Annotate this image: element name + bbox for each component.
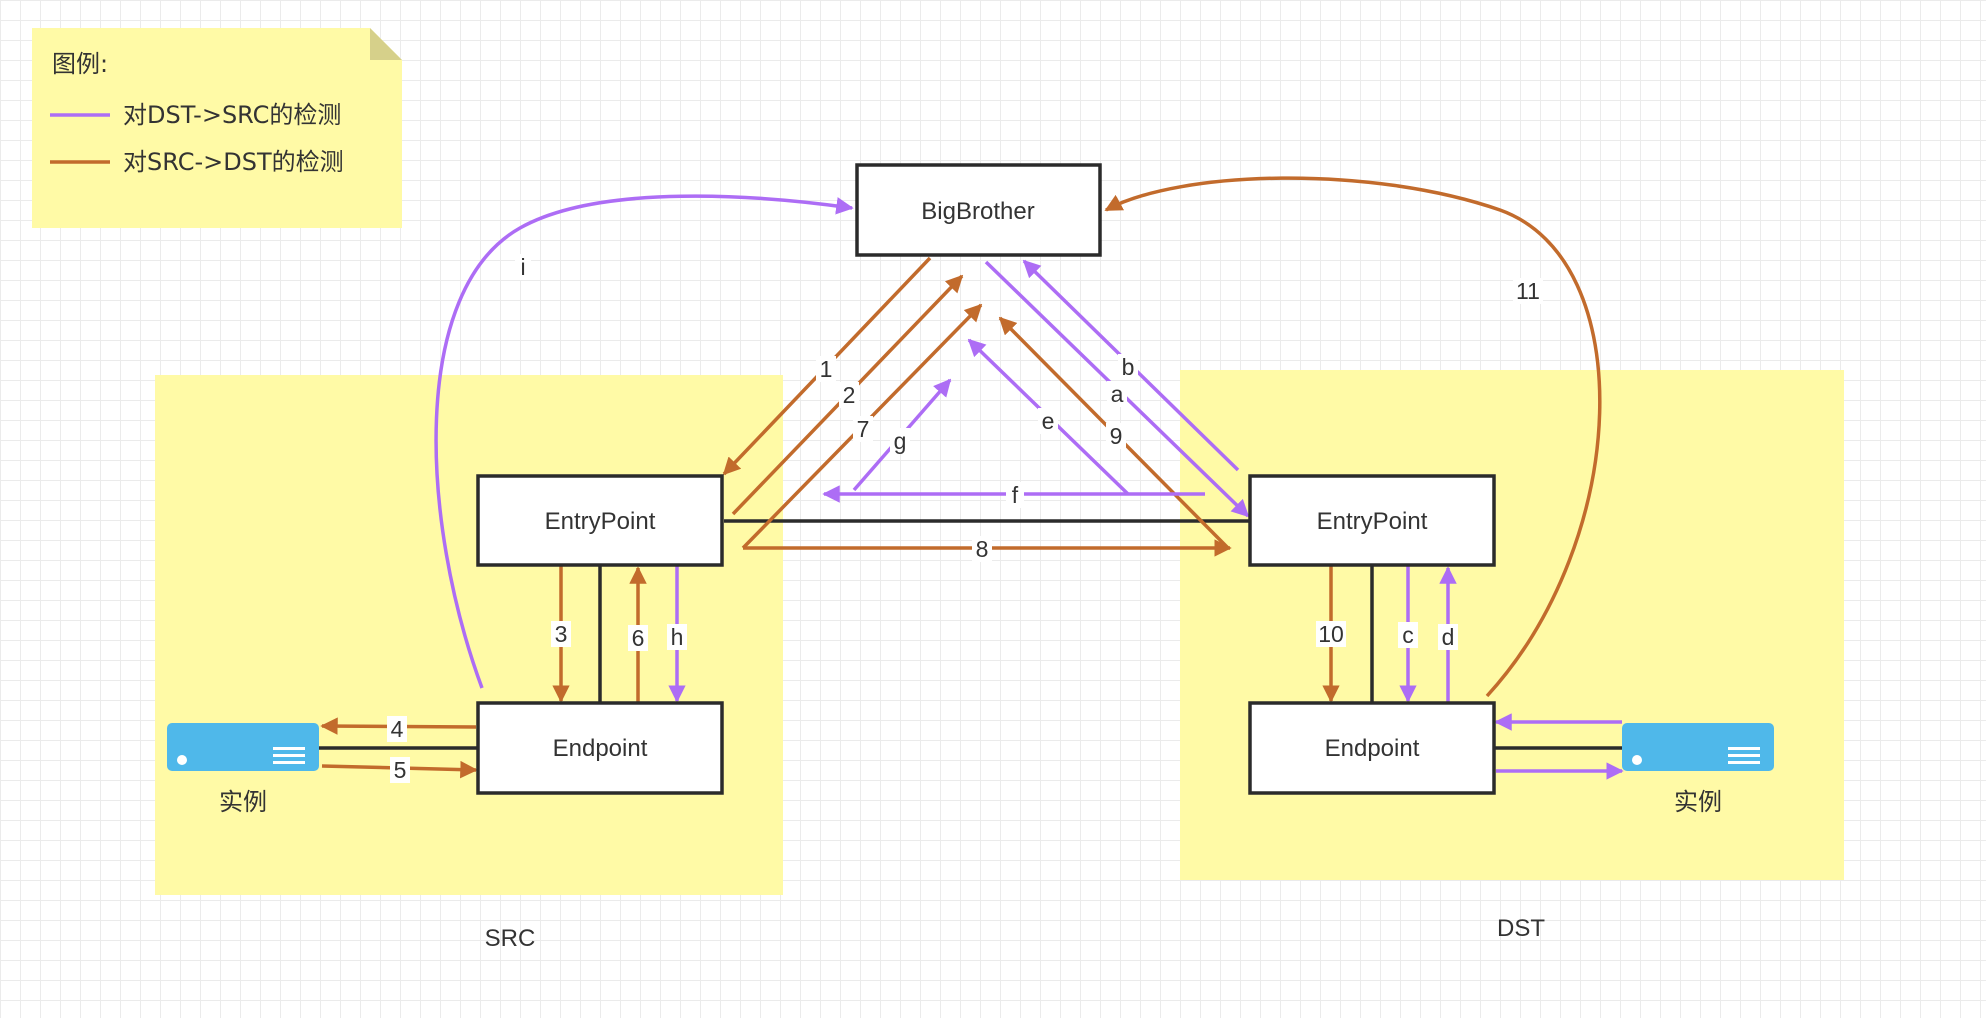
edge-label-6: 6 <box>628 625 648 651</box>
svg-text:e: e <box>1042 408 1055 434</box>
legend-item-dst-src: 对DST->SRC的检测 <box>123 101 341 129</box>
edge-label-1: 1 <box>816 356 836 382</box>
edge-label-i: i <box>515 254 531 280</box>
edge-label-g: g <box>890 428 910 454</box>
bigbrother-node[interactable]: BigBrother <box>855 163 1102 257</box>
svg-text:i: i <box>520 254 525 280</box>
edge-label-9: 9 <box>1106 423 1126 449</box>
src-instance-label: 实例 <box>219 788 267 816</box>
legend-note <box>32 28 402 228</box>
dst-entrypoint-node[interactable]: EntryPoint <box>1248 474 1496 567</box>
src-entrypoint-node[interactable]: EntryPoint <box>476 474 724 567</box>
svg-text:5: 5 <box>394 757 407 783</box>
svg-text:3: 3 <box>555 621 568 647</box>
dst-instance-label: 实例 <box>1674 788 1722 816</box>
svg-text:d: d <box>1442 624 1455 650</box>
dst-entrypoint-label: EntryPoint <box>1317 508 1428 535</box>
server-icon <box>167 723 319 771</box>
dst-endpoint-label: Endpoint <box>1325 735 1420 762</box>
dst-zone-label: DST <box>1497 915 1545 942</box>
svg-text:1: 1 <box>820 356 833 382</box>
src-endpoint-node[interactable]: Endpoint <box>476 701 724 795</box>
edge-11 <box>1104 176 1602 698</box>
edge-label-10: 10 <box>1316 621 1346 647</box>
svg-text:6: 6 <box>632 625 645 651</box>
src-entrypoint-label: EntryPoint <box>545 508 656 535</box>
edge-label-4: 4 <box>387 716 407 742</box>
edge-label-2: 2 <box>839 382 859 408</box>
edge-label-a: a <box>1107 381 1127 407</box>
legend-note-fold <box>370 28 402 60</box>
edge-label-5: 5 <box>390 757 410 783</box>
edge-label-7: 7 <box>853 416 873 442</box>
svg-text:9: 9 <box>1110 423 1123 449</box>
edge-label-e: e <box>1038 408 1058 434</box>
svg-text:2: 2 <box>843 382 856 408</box>
dst-endpoint-node[interactable]: Endpoint <box>1248 701 1496 795</box>
src-zone-label: SRC <box>485 925 536 952</box>
svg-text:h: h <box>671 624 684 650</box>
edge-label-8: 8 <box>972 536 992 562</box>
svg-text:g: g <box>894 428 907 454</box>
svg-text:c: c <box>1402 622 1414 648</box>
edge-label-d: d <box>1438 624 1458 650</box>
src-endpoint-label: Endpoint <box>553 735 648 762</box>
edge-label-3: 3 <box>551 621 571 647</box>
svg-text:f: f <box>1012 482 1019 508</box>
legend: 图例: 对DST->SRC的检测 对SRC->DST的检测 <box>32 28 402 228</box>
bigbrother-label: BigBrother <box>921 198 1034 225</box>
svg-text:7: 7 <box>857 416 870 442</box>
svg-text:a: a <box>1111 381 1124 407</box>
src-zone <box>155 375 783 895</box>
dst-instance[interactable]: 实例 <box>1622 723 1774 816</box>
svg-text:8: 8 <box>976 536 989 562</box>
server-icon <box>1622 723 1774 771</box>
edge-label-h: h <box>667 624 687 650</box>
legend-title: 图例: <box>52 50 108 78</box>
svg-text:11: 11 <box>1516 278 1540 304</box>
edge-label-c: c <box>1398 622 1418 648</box>
src-instance[interactable]: 实例 <box>167 723 319 816</box>
edge-label-b: b <box>1118 354 1138 380</box>
edge-label-11: 11 <box>1513 278 1543 304</box>
legend-item-src-dst: 对SRC->DST的检测 <box>123 148 344 176</box>
dst-zone <box>1180 370 1844 880</box>
edge-label-f: f <box>1006 482 1024 508</box>
svg-text:4: 4 <box>391 716 404 742</box>
svg-text:b: b <box>1122 354 1135 380</box>
svg-text:10: 10 <box>1318 621 1344 647</box>
edge-i <box>434 194 854 689</box>
